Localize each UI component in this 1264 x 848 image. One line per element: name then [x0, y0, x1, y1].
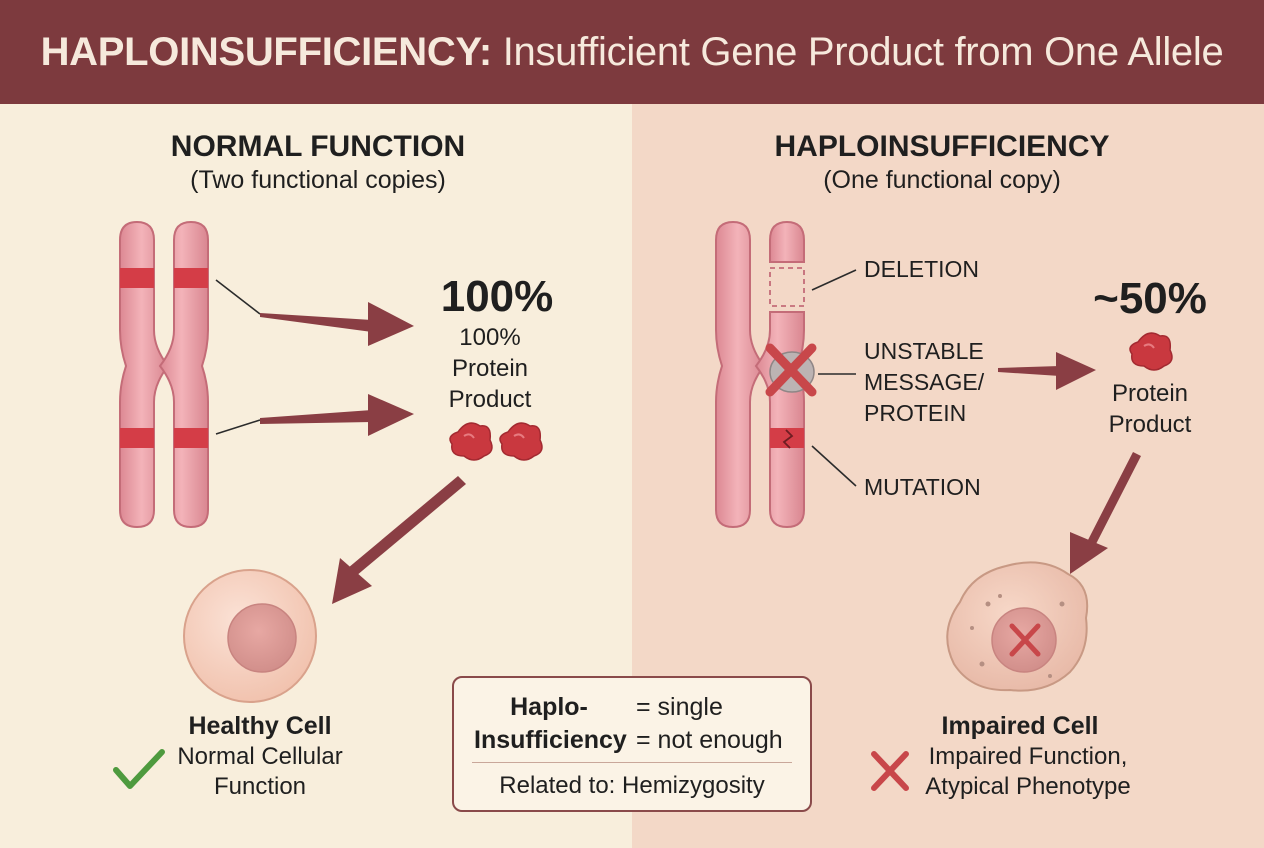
arrow-to-impaired-cell	[1070, 452, 1141, 574]
deleted-segment	[769, 267, 805, 307]
reduced-percent: ~50%	[1093, 274, 1207, 323]
definition-divider	[472, 762, 792, 763]
arrow-to-protein-bottom	[260, 394, 414, 436]
normal-product-label: 100% Protein Product	[449, 322, 532, 415]
normal-function-subtitle: (Two functional copies)	[190, 166, 446, 194]
product-line: Product	[448, 386, 532, 413]
cell-nucleus	[227, 603, 297, 673]
x-mark-icon	[765, 343, 817, 397]
mutation-label: MUTATION	[864, 474, 981, 500]
cell-desc-line: Function	[213, 773, 307, 800]
impaired-cell	[946, 561, 1089, 692]
unstable-line: UNSTABLE	[864, 338, 984, 364]
protein-blob-icon	[449, 422, 493, 461]
normal-function-title: NORMAL FUNCTION	[170, 130, 466, 163]
normal-percent: 100%	[440, 272, 554, 321]
healthy-cell	[183, 569, 317, 703]
unstable-line: PROTEIN	[864, 400, 967, 426]
gene-band	[120, 268, 154, 288]
cell-desc-line: Impaired Function,	[928, 743, 1128, 770]
product-line: Protein	[451, 355, 529, 382]
gene-band	[174, 268, 208, 288]
mutated-band	[770, 428, 804, 448]
term-suffix: Insufficiency	[474, 726, 627, 754]
haploinsufficiency-subtitle: (One functional copy)	[823, 166, 1061, 194]
healthy-cell-title: Healthy Cell	[188, 712, 332, 740]
protein-blob-icon	[499, 422, 543, 461]
impaired-cell-description: Impaired Function, Atypical Phenotype	[925, 742, 1130, 802]
gene-band	[120, 428, 154, 448]
deletion-label: DELETION	[864, 256, 980, 282]
definition-box: Haplo- Insufficiency = single = not enou…	[452, 676, 812, 812]
protein-blob-icon	[1129, 332, 1173, 371]
meaning-prefix: = single	[636, 693, 723, 721]
impaired-cell-title: Impaired Cell	[941, 712, 1099, 740]
cross-icon	[871, 751, 909, 791]
header-bar: HAPLOINSUFFICIENCY: Insufficient Gene Pr…	[0, 0, 1264, 104]
product-line: Protein	[1111, 380, 1189, 407]
reduced-product-label: Protein Product	[1109, 378, 1192, 440]
cell-desc-line: Normal Cellular	[177, 743, 343, 770]
page-title-term: HAPLOINSUFFICIENCY:	[40, 29, 493, 74]
gene-band	[174, 428, 208, 448]
product-line: Product	[1108, 411, 1192, 438]
lightning-icon	[782, 429, 794, 449]
related-term: Related to: Hemizygosity	[499, 772, 765, 799]
arrow-to-healthy-cell	[332, 476, 466, 604]
healthy-cell-description: Normal Cellular Function	[177, 742, 342, 802]
page-title: HAPLOINSUFFICIENCY: Insufficient Gene Pr…	[41, 30, 1224, 75]
normal-chromosome	[119, 220, 209, 529]
unstable-line: MESSAGE/	[864, 369, 985, 395]
page-title-rest: Insufficient Gene Product from One Allel…	[491, 29, 1224, 74]
arrow-to-reduced-protein	[998, 352, 1096, 390]
meaning-suffix: = not enough	[636, 726, 783, 754]
unstable-label: UNSTABLE MESSAGE/ PROTEIN	[864, 336, 984, 429]
cell-desc-line: Atypical Phenotype	[925, 773, 1131, 800]
product-line: 100%	[459, 324, 521, 351]
arrow-to-protein-top	[260, 302, 414, 346]
check-icon	[113, 749, 165, 789]
term-prefix: Haplo-	[510, 693, 588, 721]
haploinsufficiency-title: HAPLOINSUFFICIENCY	[774, 130, 1110, 163]
nucleus-x-icon	[1009, 623, 1041, 657]
